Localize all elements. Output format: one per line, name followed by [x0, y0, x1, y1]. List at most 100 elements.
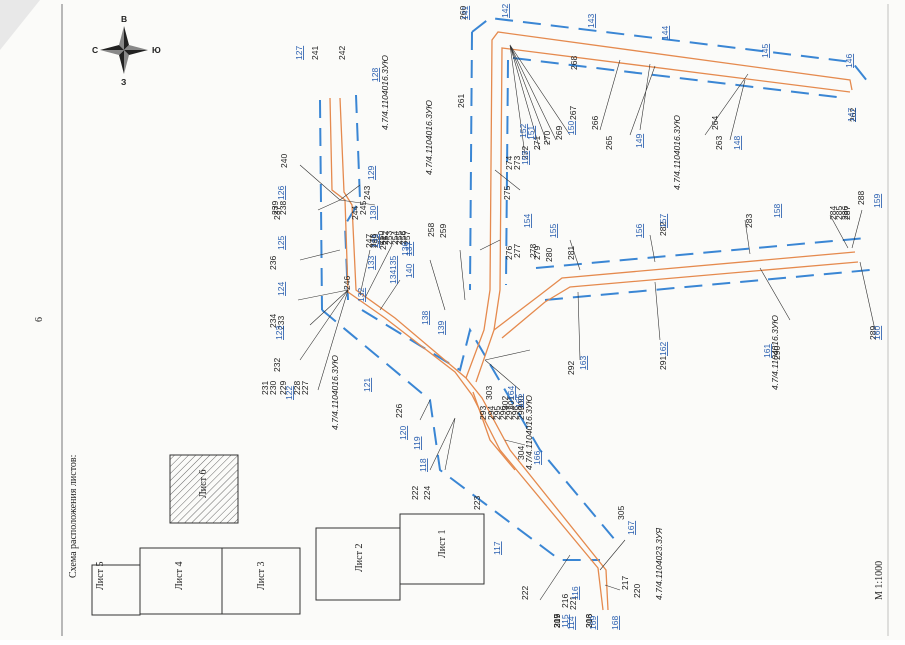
station-number-label: 120: [398, 426, 408, 440]
pole-number-label: 246: [342, 276, 352, 290]
station-number-label: 160: [872, 326, 882, 340]
pole-number-label: 285: [834, 206, 844, 220]
boundary-top-south: [512, 57, 846, 99]
station-number-label: 131: [370, 234, 380, 248]
pole-number-label: 248: [368, 234, 378, 248]
station-number-label: 124: [276, 282, 286, 296]
pole-number-label: 255: [394, 231, 404, 245]
pole-number-label: 270: [542, 131, 552, 145]
station-number-label: 135: [388, 256, 398, 270]
station-number-label: 157: [658, 214, 668, 228]
station-number-label: 114: [566, 616, 576, 630]
boundary-trunk-east: [361, 309, 616, 541]
pole-number-label: 226: [394, 404, 404, 418]
pole-number-label: 261: [456, 94, 466, 108]
pole-number-label: 306: [584, 614, 594, 628]
pole-number-label: 275: [502, 186, 512, 200]
station-number-label: 141: [460, 6, 470, 20]
pole-number-label: 266: [590, 116, 600, 130]
page-number: 6: [34, 317, 45, 322]
pole-number-label: 294: [486, 406, 496, 420]
pole-number-label: 221: [568, 596, 578, 610]
boundary-trunk-west: [321, 309, 600, 561]
station-number-label: 116: [570, 586, 580, 600]
station-number-label: 119: [412, 436, 422, 450]
station-number-label: 127: [294, 46, 304, 60]
pole-number-label: 263: [714, 136, 724, 150]
pole-number-label: 253: [384, 231, 394, 245]
station-number-label: 142: [500, 4, 510, 18]
station-number-label: 148: [732, 136, 742, 150]
pole-number-label: 283: [744, 214, 754, 228]
pole-number-label: 239: [270, 201, 280, 215]
station-number-label: 158: [772, 204, 782, 218]
pole-number-label: 290: [772, 346, 782, 360]
station-number-label: 122: [284, 386, 294, 400]
station-number-label: 156: [634, 224, 644, 238]
pole-number-label: 286: [840, 206, 850, 220]
station-number-label: 123: [274, 326, 284, 340]
station-number-label: 133: [366, 256, 376, 270]
pole-number-label: 254: [390, 231, 400, 245]
pole-number-label: 234: [268, 314, 278, 328]
pole-number-label: 243: [362, 186, 372, 200]
pole-number-label: 237: [272, 206, 282, 220]
scan-corner: [0, 0, 40, 50]
pole-number-label: 288: [856, 191, 866, 205]
pole-number-label: 289: [868, 326, 878, 340]
station-number-label: 164: [506, 386, 516, 400]
pole-number-label: 301: [506, 396, 516, 410]
pole-number-label: 268: [569, 56, 579, 70]
cable-marking-7: 4.7/4.1104023.3УЯ: [654, 528, 664, 600]
pole-number-label: 242: [337, 46, 347, 60]
pole-number-label: 247: [364, 234, 374, 248]
route-east-branch-2: [501, 261, 859, 339]
compass-label-south: Ю: [152, 45, 161, 55]
station-number-label: 132: [356, 288, 366, 302]
station-number-label: 152: [518, 124, 528, 138]
station-number-label: 150: [566, 121, 576, 135]
boundary-top-north: [471, 16, 869, 83]
boundary-branch-north: [535, 237, 867, 269]
pole-number-label: 299: [516, 406, 526, 420]
station-number-label: 151: [526, 126, 536, 140]
layout-label-6: Лист 6: [198, 470, 209, 498]
pole-number-label: 222: [520, 586, 530, 600]
cable-marking-2: 4.7/4.1104016.3УЮ: [424, 100, 434, 175]
station-number-label: 166: [532, 451, 542, 465]
station-number-label: 146: [844, 54, 854, 68]
pole-number-label: 223: [472, 496, 482, 510]
station-number-label: 147: [846, 108, 856, 122]
compass-label-north: С: [92, 45, 98, 55]
pole-number-label: 230: [268, 381, 278, 395]
boundary-north-west: [319, 99, 323, 311]
pole-number-label: 278: [528, 244, 538, 258]
route-spur: [472, 391, 516, 471]
station-number-label: 128: [370, 68, 380, 82]
route-north-east-2: [475, 47, 851, 383]
pole-number-label: 215: [552, 614, 562, 628]
station-number-label: 126: [276, 186, 286, 200]
scale-label: М 1:1000: [874, 561, 885, 600]
pole-number-label: 271: [532, 136, 542, 150]
pole-number-label: 220: [632, 584, 642, 598]
station-number-label: 162: [658, 342, 668, 356]
pole-number-label: 250: [376, 231, 386, 245]
pole-number-label: 298: [510, 406, 520, 420]
station-number-label: 165: [514, 394, 524, 408]
station-number-label: 118: [418, 458, 428, 472]
station-number-label: 155: [548, 224, 558, 238]
station-number-label: 143: [586, 14, 596, 28]
station-number-label: 125: [276, 236, 286, 250]
corridor-boundaries: [319, 16, 871, 561]
route-north-east: [465, 31, 853, 379]
pole-number-label: 228: [292, 381, 302, 395]
station-number-label: 144: [660, 26, 670, 40]
pole-number-label: 240: [279, 154, 289, 168]
station-number-label: 115: [560, 614, 570, 628]
station-number-label: 139: [436, 321, 446, 335]
pole-number-label: 252: [380, 231, 390, 245]
layout-label-2: Лист 2: [354, 544, 365, 572]
layout-sheet-1: [399, 513, 485, 585]
